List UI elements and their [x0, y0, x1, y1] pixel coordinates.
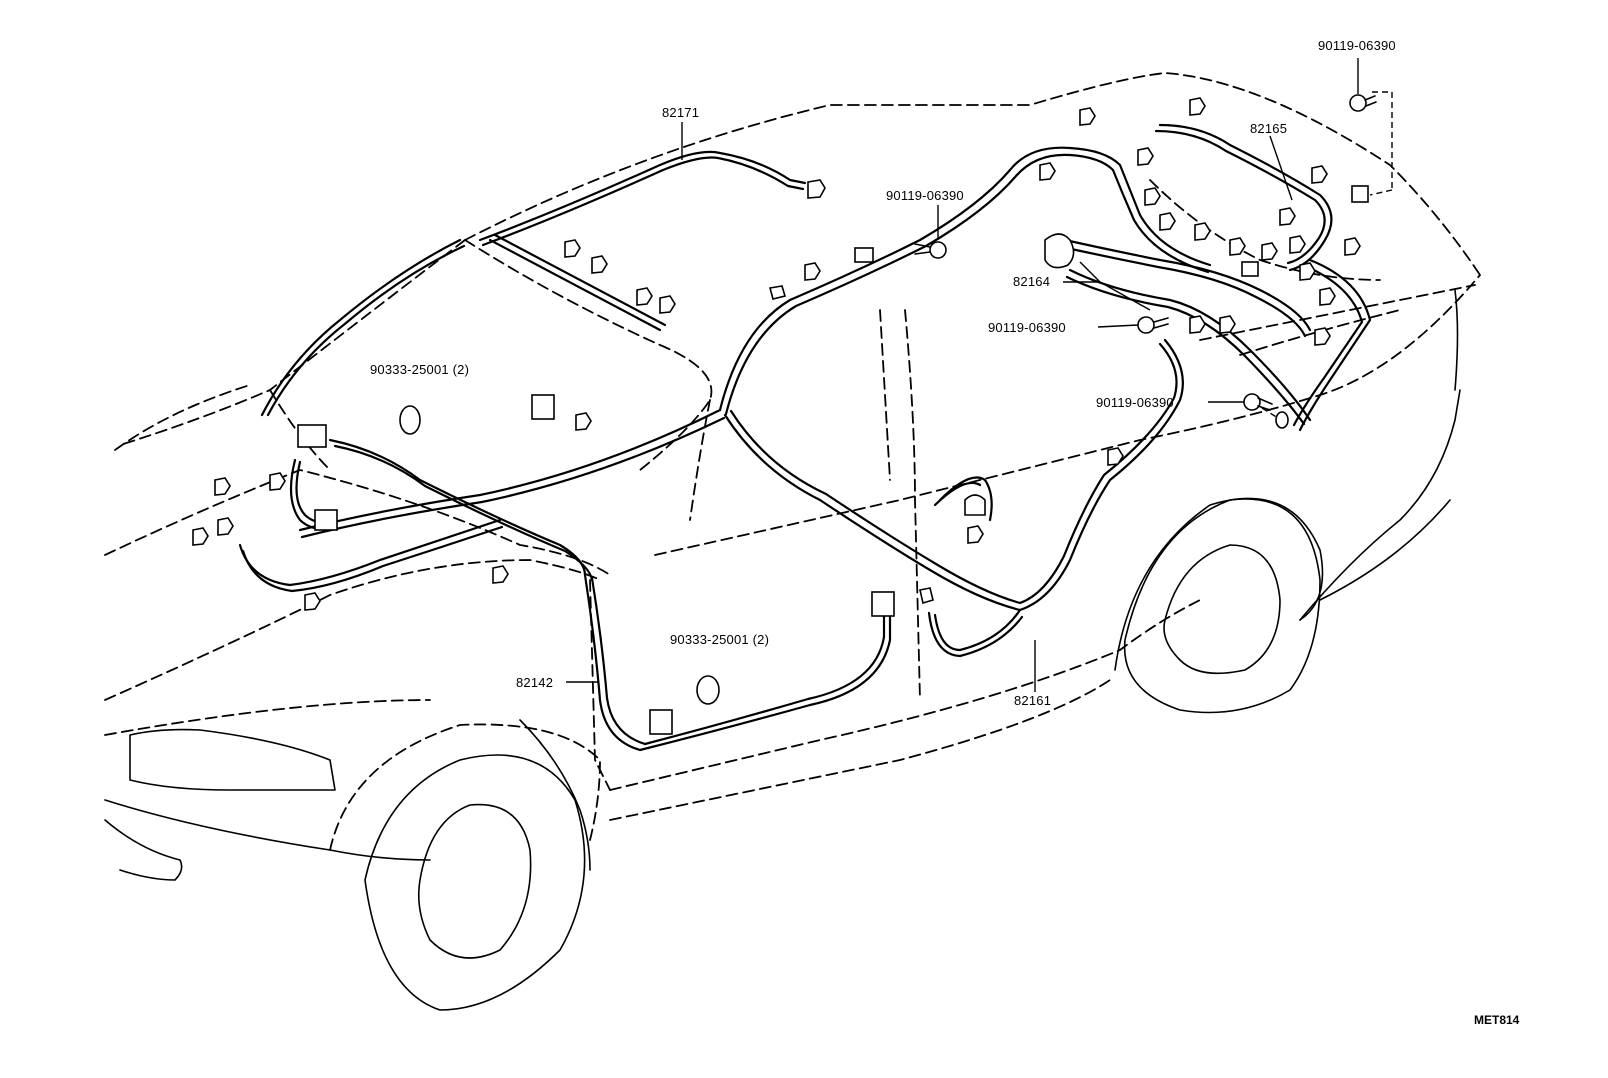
bolt-luggage-icon	[1137, 316, 1169, 334]
label-harness-floor-rear: 82165	[1250, 121, 1287, 136]
bolt-roof-icon	[914, 241, 947, 259]
label-bolt-roof: 90119-06390	[886, 188, 964, 203]
car-body-outline	[104, 72, 1481, 1011]
label-bolt-top-right: 90119-06390	[1318, 38, 1396, 53]
bolt-quarter-icon	[1243, 393, 1273, 411]
label-harness-luggage: 82164	[1013, 274, 1050, 289]
figure-code: MET814	[1474, 1013, 1520, 1027]
label-bolt-quarter: 90119-06390	[1096, 395, 1174, 410]
label-harness-floor: 82161	[1014, 693, 1051, 708]
bolt-top-right-icon	[1349, 94, 1377, 112]
connectors	[192, 97, 1369, 735]
label-harness-cowl-side: 82142	[516, 675, 553, 690]
label-clamp-front: 90333-25001 (2)	[370, 362, 469, 377]
clamps	[399, 405, 1289, 705]
bolts	[914, 94, 1377, 411]
clamp-front-oval	[399, 405, 421, 435]
part-labels: 82171 82165 82164 82142 82161 90119-0639…	[370, 38, 1520, 1027]
label-harness-roof: 82171	[662, 105, 699, 120]
clamp-door-oval	[696, 675, 720, 705]
label-bolt-luggage: 90119-06390	[988, 320, 1066, 335]
leader-lines	[566, 58, 1393, 692]
label-clamp-door: 90333-25001 (2)	[670, 632, 769, 647]
harness-lines	[238, 123, 1372, 752]
